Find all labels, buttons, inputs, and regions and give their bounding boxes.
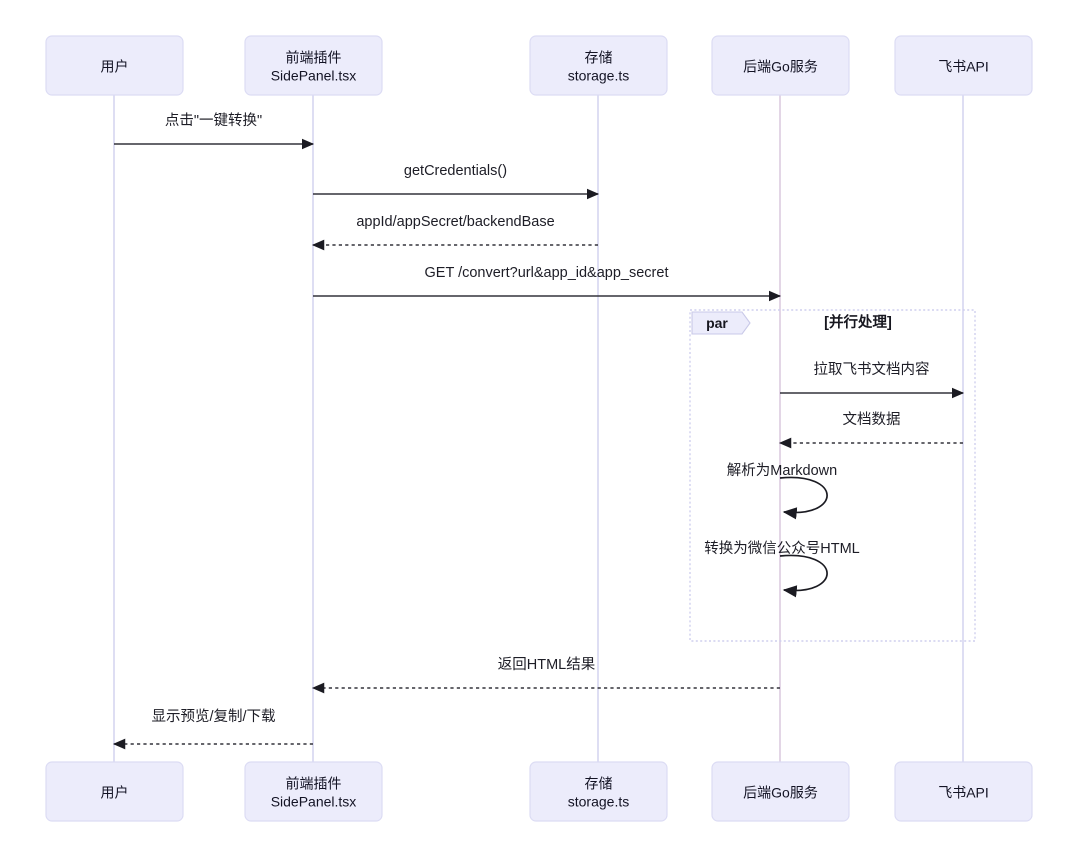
actor-label-line1: 飞书API xyxy=(938,785,989,801)
message-label: appId/appSecret/backendBase xyxy=(356,214,554,230)
message-m4: GET /convert?url&app_id&app_secret xyxy=(313,265,782,302)
actor-boxes-top: 用户 前端插件 SidePanel.tsx 存储 storage.ts 后端Go服务 飞书A… xyxy=(45,35,1033,96)
actor-box[interactable] xyxy=(45,35,184,96)
message-label: GET /convert?url&app_id&app_secret xyxy=(425,265,669,281)
actor-label-line2: SidePanel.tsx xyxy=(271,794,357,810)
actor-backend-bottom[interactable]: 后端Go服务 xyxy=(711,761,850,822)
actor-frontend-bottom[interactable]: 前端插件 SidePanel.tsx xyxy=(244,761,383,822)
actor-backend-top[interactable]: 后端Go服务 xyxy=(711,35,850,96)
par-condition-label: [并行处理] xyxy=(824,313,892,331)
actor-frontend-top[interactable]: 前端插件 SidePanel.tsx xyxy=(244,35,383,96)
actor-box[interactable] xyxy=(244,761,383,822)
message-m5: 拉取飞书文档内容 xyxy=(780,361,965,399)
message-m1: 点击"一键转换" xyxy=(114,112,315,150)
actor-box[interactable] xyxy=(711,35,850,96)
actor-box[interactable] xyxy=(894,35,1033,96)
actor-storage-top[interactable]: 存储 storage.ts xyxy=(529,35,668,96)
message-m9: 返回HTML结果 xyxy=(311,656,780,694)
actor-user-top[interactable]: 用户 xyxy=(45,35,184,96)
actor-box[interactable] xyxy=(45,761,184,822)
message-label: 显示预览/复制/下载 xyxy=(151,707,275,725)
actor-feishu-bottom[interactable]: 飞书API xyxy=(894,761,1033,822)
message-m7: 解析为Markdown xyxy=(727,462,837,520)
message-label: 转换为微信公众号HTML xyxy=(704,540,859,557)
actor-label-line1: 存储 xyxy=(585,50,613,66)
message-label: 解析为Markdown xyxy=(727,462,837,479)
message-label: 拉取飞书文档内容 xyxy=(814,361,930,378)
actor-label-line1: 存储 xyxy=(585,776,613,792)
message-label: 返回HTML结果 xyxy=(498,656,595,673)
actor-box[interactable] xyxy=(244,35,383,96)
actor-label-line1: 用户 xyxy=(101,59,129,75)
actor-label-line1: 用户 xyxy=(101,785,129,801)
message-m3: appId/appSecret/backendBase xyxy=(311,214,598,251)
actor-label-line2: SidePanel.tsx xyxy=(271,68,357,84)
self-loop-arrow xyxy=(779,476,828,520)
message-m10: 显示预览/复制/下载 xyxy=(112,707,313,750)
message-label: 文档数据 xyxy=(843,411,901,428)
actor-box[interactable] xyxy=(894,761,1033,822)
actor-box[interactable] xyxy=(711,761,850,822)
actor-feishu-top[interactable]: 飞书API xyxy=(894,35,1033,96)
par-keyword-tab xyxy=(691,311,751,335)
par-fragment: par [并行处理] xyxy=(689,309,976,642)
message-m2: getCredentials() xyxy=(313,163,600,200)
actor-label-line2: storage.ts xyxy=(568,68,629,84)
actor-label-line1: 前端插件 xyxy=(286,50,342,66)
par-fragment-border xyxy=(689,309,976,642)
lifelines-group xyxy=(113,95,964,762)
message-label: getCredentials() xyxy=(404,163,507,179)
actor-label-line1: 后端Go服务 xyxy=(743,59,818,75)
actor-storage-bottom[interactable]: 存储 storage.ts xyxy=(529,761,668,822)
message-label: 点击"一键转换" xyxy=(165,112,262,129)
actor-boxes-bottom: 用户 前端插件 SidePanel.tsx 存储 storage.ts 后端Go服务 飞书A… xyxy=(45,761,1033,822)
actor-box[interactable] xyxy=(529,35,668,96)
par-keyword-label: par xyxy=(706,315,728,331)
self-loop-arrow xyxy=(779,554,828,598)
actor-box[interactable] xyxy=(529,761,668,822)
actor-label-line1: 后端Go服务 xyxy=(743,785,818,801)
actor-label-line1: 前端插件 xyxy=(286,776,342,792)
actor-label-line2: storage.ts xyxy=(568,794,629,810)
message-m6: 文档数据 xyxy=(778,411,963,449)
messages-group: 点击"一键转换" getCredentials() appId/appSecret/… xyxy=(112,112,965,750)
message-m8: 转换为微信公众号HTML xyxy=(704,540,860,598)
actor-label-line1: 飞书API xyxy=(938,59,989,75)
actor-user-bottom[interactable]: 用户 xyxy=(45,761,184,822)
